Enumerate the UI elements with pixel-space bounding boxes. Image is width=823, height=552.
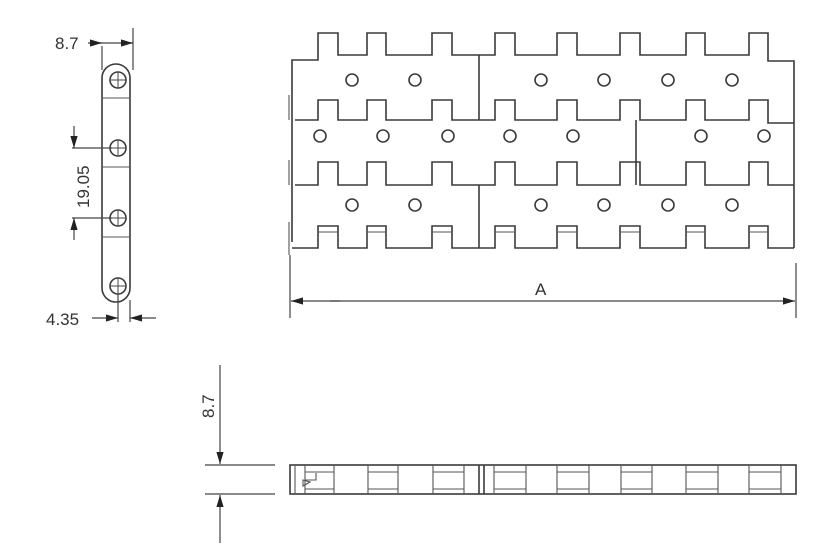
pin-icon [109,209,127,227]
hole-row-2 [313,129,771,143]
hole-row-3 [345,198,739,212]
dim-thickness-label: 8.7 [55,34,79,53]
pin-icon [109,139,127,157]
pin-icon [109,71,127,89]
side-link-view: 8.7 19.05 4.35 [46,28,156,329]
edge-side-view: 8.7 [199,365,797,543]
dim-width-label: A [535,280,547,299]
plan-view: A [288,32,797,318]
pin-icon [109,277,127,295]
dim-height-label: 8.7 [199,394,218,418]
hole-row-1 [345,73,739,87]
dim-pin-offset-label: 4.35 [46,310,79,329]
dim-pitch-label: 19.05 [74,165,93,208]
